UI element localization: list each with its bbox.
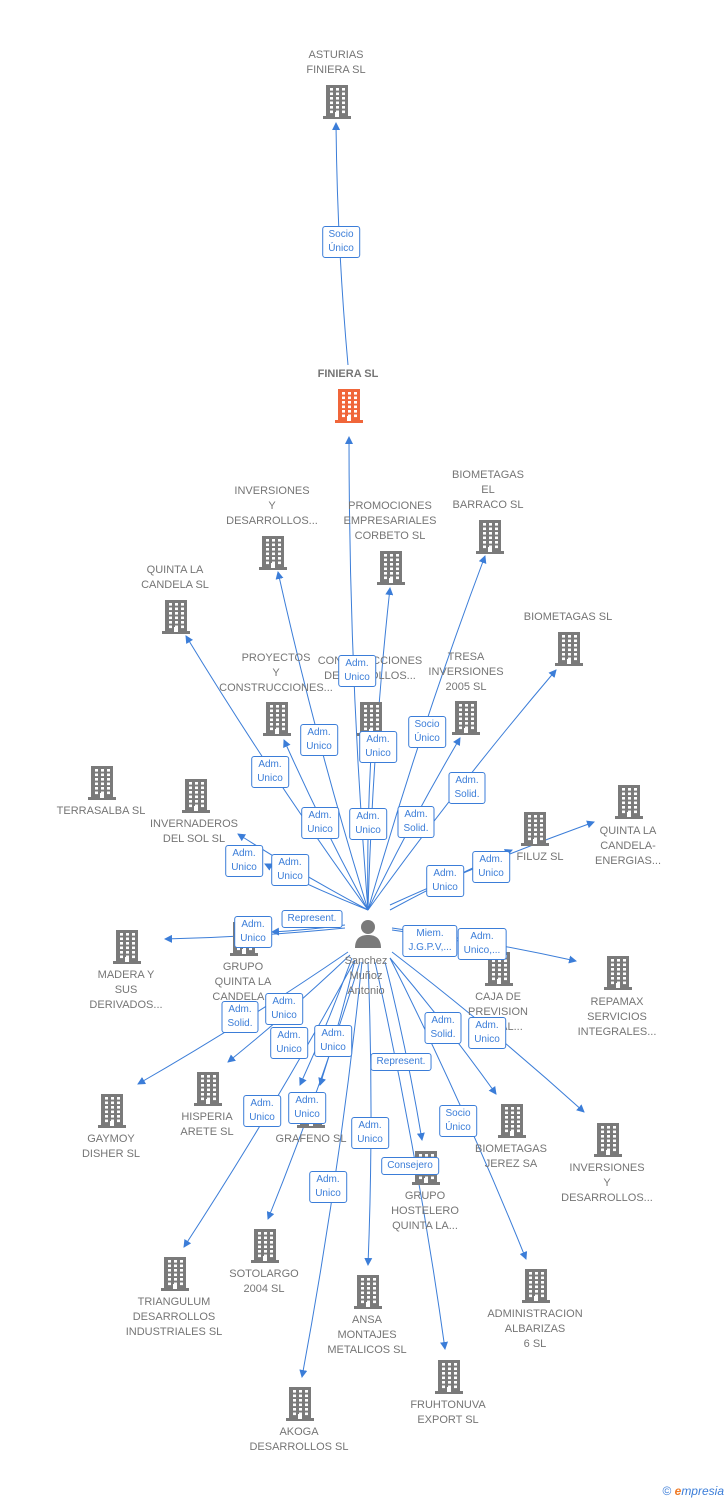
building-icon: [376, 550, 406, 585]
building-icon: [521, 1268, 551, 1303]
edge-26: [266, 961, 361, 1220]
edge-28: [364, 961, 373, 1266]
building-icon: [193, 1071, 223, 1106]
building-icon: [353, 1274, 383, 1309]
company-label: BIOMETAGAS SL: [523, 611, 613, 623]
role-badge-25[interactable]: Adm. Unico: [243, 1095, 281, 1127]
company-label: TRIANGULUM DESARROLLOS INDUSTRIALES SL: [125, 1296, 223, 1338]
edge-21: [299, 957, 353, 1086]
role-badge-20[interactable]: Adm. Unico: [314, 1025, 352, 1057]
building-icon: [262, 701, 292, 736]
building-icon: [520, 811, 550, 846]
edge-24: [384, 961, 425, 1141]
role-badge-0[interactable]: Socio Único: [322, 226, 360, 258]
role-badge-16[interactable]: Adm. Unico,...: [457, 928, 507, 960]
role-badge-11[interactable]: Adm. Unico: [271, 854, 309, 886]
company-label: MADERA Y SUS DERIVADOS...: [89, 969, 163, 1011]
role-badge-1[interactable]: Adm. Unico: [338, 655, 376, 687]
role-badge-28[interactable]: Adm. Unico: [351, 1117, 389, 1149]
role-badge-24[interactable]: Represent.: [370, 1053, 432, 1071]
company-label: FINIERA SL: [317, 368, 379, 380]
company-label: REPAMAX SERVICIOS INTEGRALES...: [577, 996, 657, 1038]
company-label: PROMOCIONES EMPRESARIALES CORBETO SL: [343, 500, 437, 542]
role-badge-10[interactable]: Adm. Unico: [225, 845, 263, 877]
company-label: INVERSIONES Y DESARROLLOS...: [226, 485, 318, 527]
company-label: TERRASALBA SL: [56, 805, 146, 817]
company-label: AKOGA DESARROLLOS SL: [249, 1426, 349, 1453]
role-badge-30[interactable]: Adm. Unico: [309, 1171, 347, 1203]
company-label: INVERSIONES Y DESARROLLOS...: [561, 1162, 653, 1204]
building-icon: [97, 1093, 127, 1128]
building-icon: [181, 778, 211, 813]
building-icon: [593, 1122, 623, 1157]
role-badge-3[interactable]: Adm. Unico: [359, 731, 397, 763]
company-label: SOTOLARGO 2004 SL: [229, 1268, 299, 1295]
company-label: GRAFENO SL: [275, 1133, 347, 1145]
role-badge-8[interactable]: Adm. Unico: [349, 808, 387, 840]
building-icon: [112, 929, 142, 964]
building-icon: [250, 1228, 280, 1263]
company-label: ADMINISTRACION ALBARIZAS 6 SL: [487, 1308, 583, 1350]
building-icon: [87, 765, 117, 800]
building-icon: [258, 535, 288, 570]
company-label: PROYECTOS Y CONSTRUCCIONES...: [219, 652, 333, 694]
role-badge-21[interactable]: Adm. Unico: [270, 1027, 308, 1059]
role-badge-22[interactable]: Adm. Solid.: [424, 1012, 462, 1044]
building-icon: [334, 388, 364, 423]
company-label: GRUPO QUINTA LA CANDELA...: [212, 961, 274, 1003]
role-badge-2[interactable]: Adm. Unico: [300, 724, 338, 756]
role-badge-26[interactable]: Adm. Unico: [288, 1092, 326, 1124]
building-icon: [322, 84, 352, 119]
company-label: QUINTA LA CANDELA SL: [141, 564, 209, 591]
building-icon: [554, 631, 584, 666]
role-badge-29[interactable]: Consejero: [381, 1157, 439, 1175]
role-badge-13[interactable]: Adm. Unico: [472, 851, 510, 883]
building-icon: [285, 1386, 315, 1421]
brand-logo-text: mpresia: [681, 1484, 724, 1498]
role-badge-4[interactable]: Socio Único: [408, 716, 446, 748]
role-badge-5[interactable]: Adm. Unico: [251, 756, 289, 788]
role-badge-12[interactable]: Adm. Unico: [426, 865, 464, 897]
role-badge-14[interactable]: Adm. Unico: [234, 916, 272, 948]
role-badge-9[interactable]: Adm. Solid.: [397, 806, 435, 838]
role-badge-19[interactable]: Adm. Unico: [265, 993, 303, 1025]
building-icon: [434, 1359, 464, 1394]
company-label: GRUPO HOSTELERO QUINTA LA...: [391, 1190, 459, 1232]
role-badge-27[interactable]: Socio Único: [439, 1105, 477, 1137]
building-icon: [497, 1103, 527, 1138]
company-label: ANSA MONTAJES METALICOS SL: [327, 1314, 407, 1356]
company-label: INVERNADEROS DEL SOL SL: [149, 818, 239, 845]
role-badge-17[interactable]: Miem. J.G.P.V,...: [402, 925, 458, 957]
building-icon: [160, 1256, 190, 1291]
role-badge-18[interactable]: Adm. Solid.: [221, 1001, 259, 1033]
brand-footer: © empresia: [662, 1484, 724, 1498]
edge-29: [374, 961, 448, 1350]
role-badge-6[interactable]: Adm. Solid.: [448, 772, 486, 804]
building-icon: [161, 599, 191, 634]
building-icon: [475, 519, 505, 554]
company-label: BIOMETAGAS EL BARRACO SL: [452, 469, 524, 511]
company-label: BIOMETAGAS JEREZ SA: [475, 1143, 547, 1170]
edge-30: [299, 961, 363, 1378]
copyright-icon: ©: [662, 1484, 672, 1498]
brand-logo-e: e: [674, 1484, 682, 1498]
company-label: FILUZ SL: [516, 851, 564, 863]
role-badge-23[interactable]: Adm. Unico: [468, 1017, 506, 1049]
company-label: QUINTA LA CANDELA- ENERGIAS...: [594, 825, 662, 867]
edge-20: [318, 959, 356, 1086]
company-label: HISPERIA ARETE SL: [180, 1111, 234, 1138]
building-icon: [451, 700, 481, 735]
role-badge-15[interactable]: Represent.: [281, 910, 343, 928]
role-badge-7[interactable]: Adm. Unico: [301, 807, 339, 839]
company-label: FRUHTONUVA EXPORT SL: [410, 1399, 486, 1426]
company-label: ASTURIAS FINIERA SL: [306, 49, 366, 76]
company-label: GAYMOY DISHER SL: [81, 1133, 141, 1160]
person-label: Sanchez Muñoz Antonio: [344, 955, 388, 997]
person-icon: [353, 918, 383, 948]
company-label: TRESA INVERSIONES 2005 SL: [428, 651, 504, 693]
building-icon: [614, 784, 644, 819]
building-icon: [603, 955, 633, 990]
